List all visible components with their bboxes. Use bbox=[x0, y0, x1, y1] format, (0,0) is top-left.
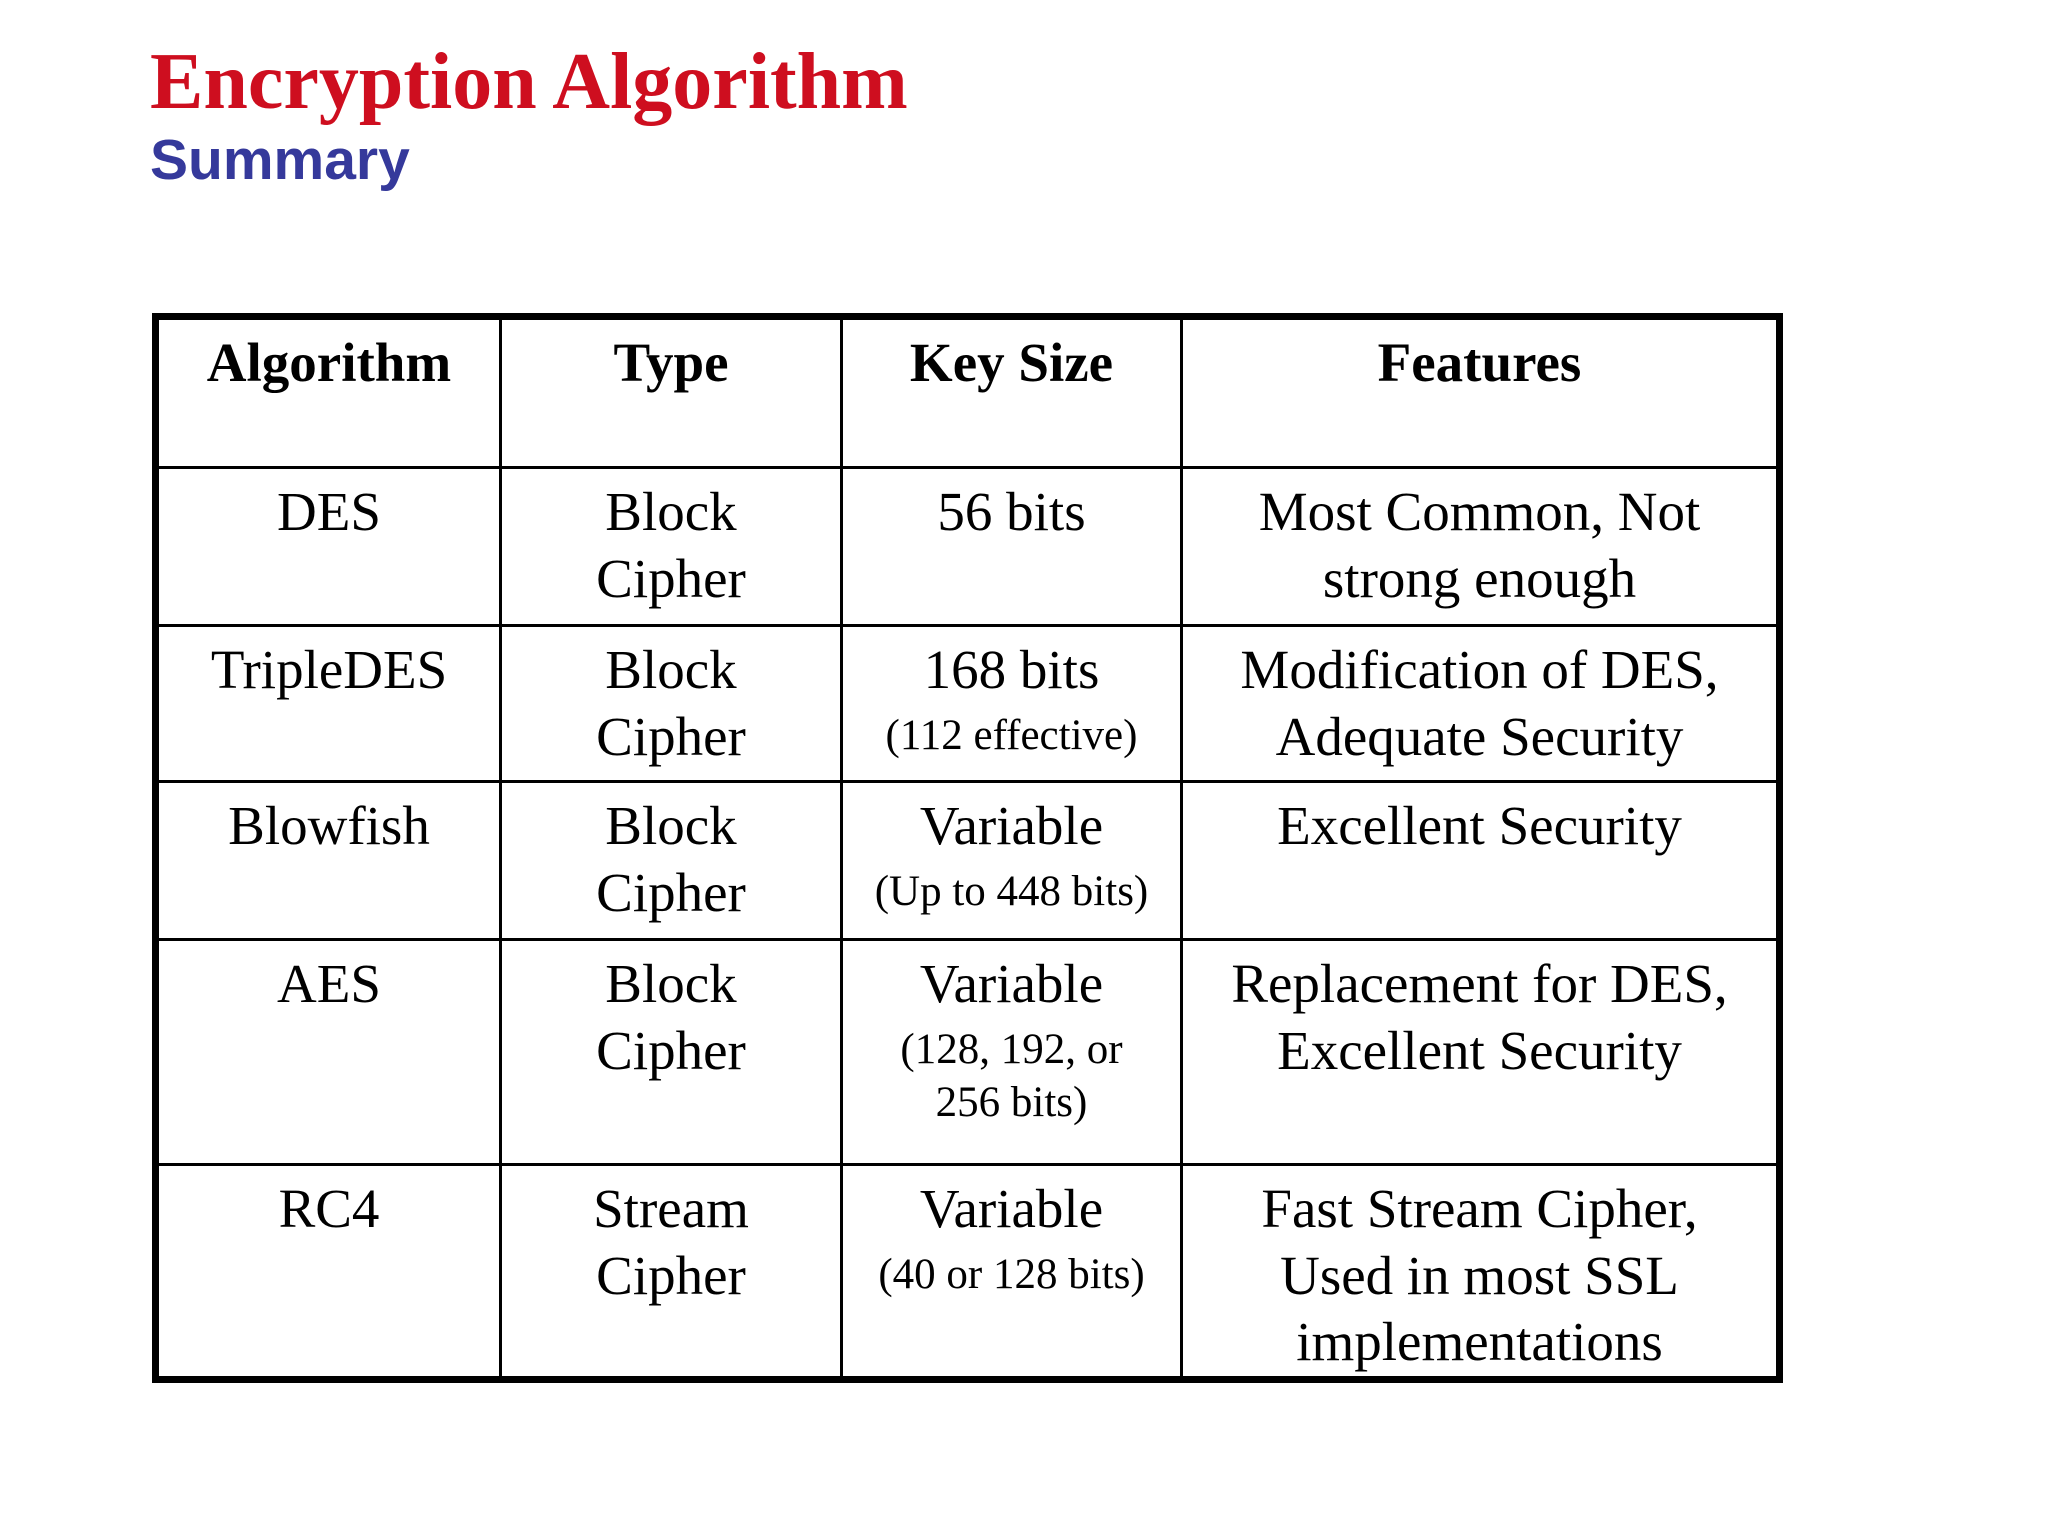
table-row-rc4: RC4 Stream Cipher Variable (40 or 128 bi… bbox=[154, 1163, 1781, 1381]
slide-subtitle: Summary bbox=[150, 128, 410, 192]
cell-key-size: Variable (40 or 128 bits) bbox=[840, 1163, 1183, 1381]
cell-type: Block Cipher bbox=[499, 938, 843, 1166]
cell-algorithm: Blowfish bbox=[154, 780, 502, 941]
cell-type: Block Cipher bbox=[499, 624, 843, 783]
algorithm-name: AES bbox=[277, 953, 381, 1014]
features-text: Excellent Security bbox=[1277, 795, 1682, 856]
table-row-blowfish: Blowfish Block Cipher Variable (Up to 44… bbox=[154, 780, 1781, 941]
features-text: Most Common, Not strong enough bbox=[1258, 481, 1701, 609]
cipher-type: Block Cipher bbox=[596, 481, 746, 609]
cipher-type: Block Cipher bbox=[596, 953, 746, 1081]
key-size-value: 56 bits bbox=[937, 481, 1086, 542]
algorithm-name: DES bbox=[277, 481, 381, 542]
algorithm-name: RC4 bbox=[278, 1178, 380, 1239]
column-header-algorithm: Algorithm bbox=[154, 315, 502, 469]
algorithm-name: TripleDES bbox=[210, 639, 448, 700]
table-row-aes: AES Block Cipher Variable (128, 192, or … bbox=[154, 938, 1781, 1166]
key-size-note: (Up to 448 bits) bbox=[874, 867, 1149, 915]
cell-features: Replacement for DES, Excellent Security bbox=[1180, 938, 1781, 1166]
table-header-row: Algorithm Type Key Size Features bbox=[154, 315, 1781, 469]
cell-features: Most Common, Not strong enough bbox=[1180, 466, 1781, 627]
cell-algorithm: DES bbox=[154, 466, 502, 627]
cell-type: Block Cipher bbox=[499, 466, 843, 627]
key-size-value: 168 bits bbox=[923, 639, 1100, 700]
cipher-type: Block Cipher bbox=[596, 795, 746, 923]
cell-features: Fast Stream Cipher, Used in most SSL imp… bbox=[1180, 1163, 1781, 1381]
key-size-note: (112 effective) bbox=[885, 711, 1138, 759]
key-size-note: (40 or 128 bits) bbox=[878, 1250, 1145, 1298]
cipher-type: Stream Cipher bbox=[593, 1178, 749, 1306]
table-row-tripledes: TripleDES Block Cipher 168 bits (112 eff… bbox=[154, 624, 1781, 783]
column-header-features: Features bbox=[1180, 315, 1781, 469]
key-size-value: Variable bbox=[919, 953, 1104, 1014]
cell-algorithm: TripleDES bbox=[154, 624, 502, 783]
column-header-type: Type bbox=[499, 315, 843, 469]
features-text: Modification of DES, Adequate Security bbox=[1240, 639, 1719, 767]
cell-key-size: 168 bits (112 effective) bbox=[840, 624, 1183, 783]
slide-title: Encryption Algorithm bbox=[150, 38, 908, 126]
cell-features: Modification of DES, Adequate Security bbox=[1180, 624, 1781, 783]
cell-key-size: Variable (128, 192, or 256 bits) bbox=[840, 938, 1183, 1166]
features-text: Replacement for DES, Excellent Security bbox=[1231, 953, 1728, 1081]
cell-algorithm: RC4 bbox=[154, 1163, 502, 1381]
cell-key-size: Variable (Up to 448 bits) bbox=[840, 780, 1183, 941]
cell-features: Excellent Security bbox=[1180, 780, 1781, 941]
features-text: Fast Stream Cipher, Used in most SSL imp… bbox=[1261, 1178, 1698, 1373]
algorithm-name: Blowfish bbox=[228, 795, 430, 856]
table-row-des: DES Block Cipher 56 bits Most Common, No… bbox=[154, 466, 1781, 627]
cell-algorithm: AES bbox=[154, 938, 502, 1166]
key-size-value: Variable bbox=[919, 1178, 1104, 1239]
encryption-algorithm-table: Algorithm Type Key Size Features DES Blo… bbox=[152, 313, 1783, 1383]
key-size-value: Variable bbox=[919, 795, 1104, 856]
column-header-key-size: Key Size bbox=[840, 315, 1183, 469]
cipher-type: Block Cipher bbox=[596, 639, 746, 767]
cell-key-size: 56 bits bbox=[840, 466, 1183, 627]
cell-type: Stream Cipher bbox=[499, 1163, 843, 1381]
key-size-note: (128, 192, or 256 bits) bbox=[900, 1025, 1123, 1127]
cell-type: Block Cipher bbox=[499, 780, 843, 941]
